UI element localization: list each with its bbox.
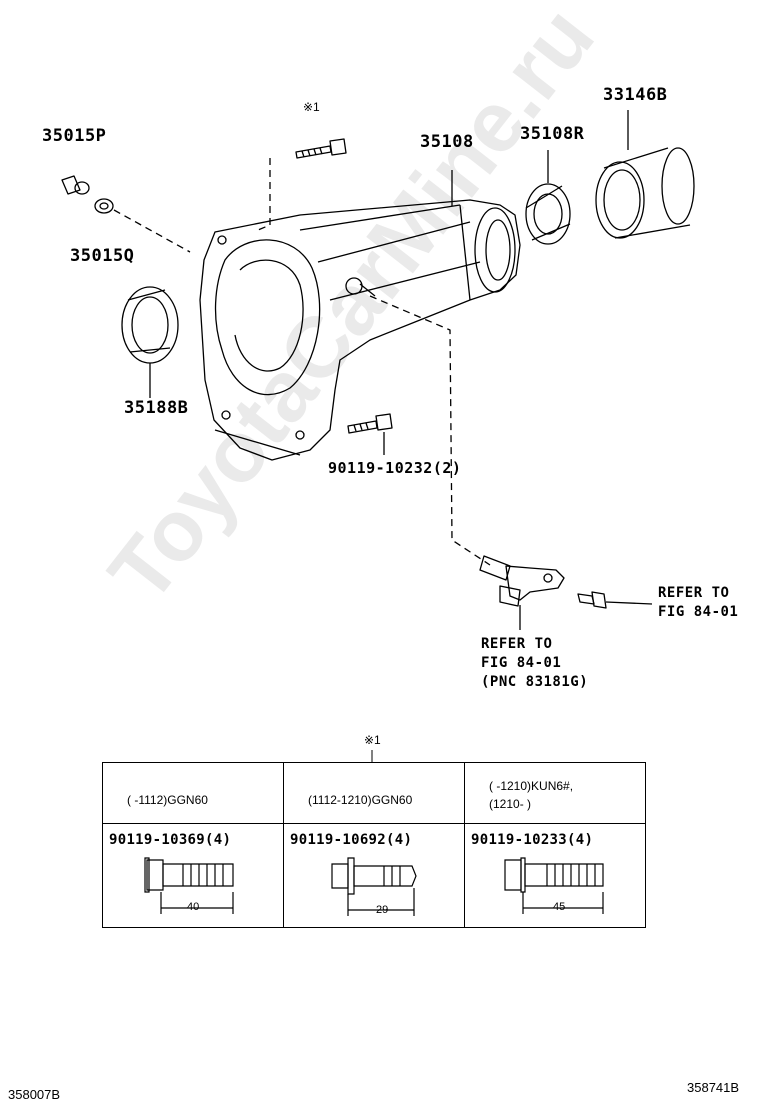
- label-35108: 35108: [420, 132, 474, 152]
- bolt-variant-table: ( -1112)GGN60 (1112-1210)GGN60 ( -1210)K…: [102, 762, 646, 929]
- housing-bolt-icon: [347, 413, 393, 434]
- refer-line: (PNC 83181G): [481, 674, 589, 690]
- note-marker-table: ※1: [364, 733, 381, 747]
- sensor-bolt-icon: [577, 591, 607, 609]
- condition-text: (1112-1210)GGN60: [308, 793, 413, 807]
- bolt-drawing: 45: [465, 848, 645, 924]
- exploded-view-drawing: [61, 110, 695, 630]
- bolt-part-number: 90119-10369(4): [109, 831, 232, 848]
- label-35108R: 35108R: [520, 124, 585, 144]
- oil-seal-35188B-icon: [121, 286, 179, 364]
- bolt-drawing: 40: [103, 848, 283, 924]
- speed-sensor-icon: [479, 555, 565, 607]
- label-35015P: 35015P: [42, 126, 107, 146]
- gasket-icon: [94, 198, 114, 214]
- figure-code-left: 358007B: [8, 1087, 61, 1102]
- table-row-bolts: 90119-10369(4) 40 90119-10692(4): [102, 822, 646, 929]
- bolt-cell: 90119-10369(4) 40: [102, 822, 284, 929]
- refer-note-right: REFER TO FIG 84-01: [658, 584, 738, 622]
- note-leader: [371, 750, 373, 763]
- bolt-length: 40: [187, 900, 200, 913]
- note-marker-top: ※1: [303, 100, 320, 114]
- condition-cell: ( -1210)KUN6#, (1210- ): [464, 762, 646, 824]
- label-35015Q: 35015Q: [70, 246, 135, 266]
- refer-line: FIG 84-01: [481, 655, 562, 671]
- refer-line: FIG 84-01: [658, 604, 739, 620]
- transfer-case-housing-icon: [199, 199, 521, 461]
- housing-bolt-top-icon: [295, 138, 347, 159]
- drain-plug-icon: [61, 175, 90, 195]
- condition-cell: ( -1112)GGN60: [102, 762, 284, 824]
- bolt-drawing: 29: [284, 848, 464, 924]
- label-bolt-90119-10232: 90119-10232(2): [328, 459, 462, 477]
- condition-text: ( -1210)KUN6#, (1210- ): [465, 763, 645, 811]
- washer-bolt-icon: [331, 857, 417, 916]
- bolt-cell: 90119-10233(4) 45: [464, 822, 646, 929]
- condition-line: (1210- ): [489, 797, 532, 811]
- sleeve-33146B-icon: [595, 147, 695, 239]
- figure-code-right: 358741B: [687, 1080, 740, 1095]
- bolt-length: 45: [553, 900, 566, 913]
- bolt-length: 29: [376, 903, 389, 916]
- refer-note-bottom: REFER TO FIG 84-01 (PNC 83181G): [481, 635, 588, 692]
- condition-cell: (1112-1210)GGN60: [283, 762, 465, 824]
- bolt-part-number: 90119-10233(4): [471, 831, 594, 848]
- label-35188B: 35188B: [124, 398, 189, 418]
- refer-line: REFER TO: [658, 585, 730, 601]
- condition-text: ( -1112)GGN60: [127, 793, 208, 807]
- table-row-conditions: ( -1112)GGN60 (1112-1210)GGN60 ( -1210)K…: [102, 762, 646, 824]
- bolt-part-number: 90119-10692(4): [290, 831, 413, 848]
- flange-bolt-icon: [144, 857, 234, 914]
- bolt-cell: 90119-10692(4) 29: [283, 822, 465, 929]
- flange-bolt-icon: [504, 857, 604, 914]
- condition-line: ( -1210)KUN6#,: [489, 779, 574, 793]
- refer-line: REFER TO: [481, 636, 553, 652]
- label-33146B: 33146B: [603, 85, 668, 105]
- bearing-35108R-icon: [525, 183, 571, 245]
